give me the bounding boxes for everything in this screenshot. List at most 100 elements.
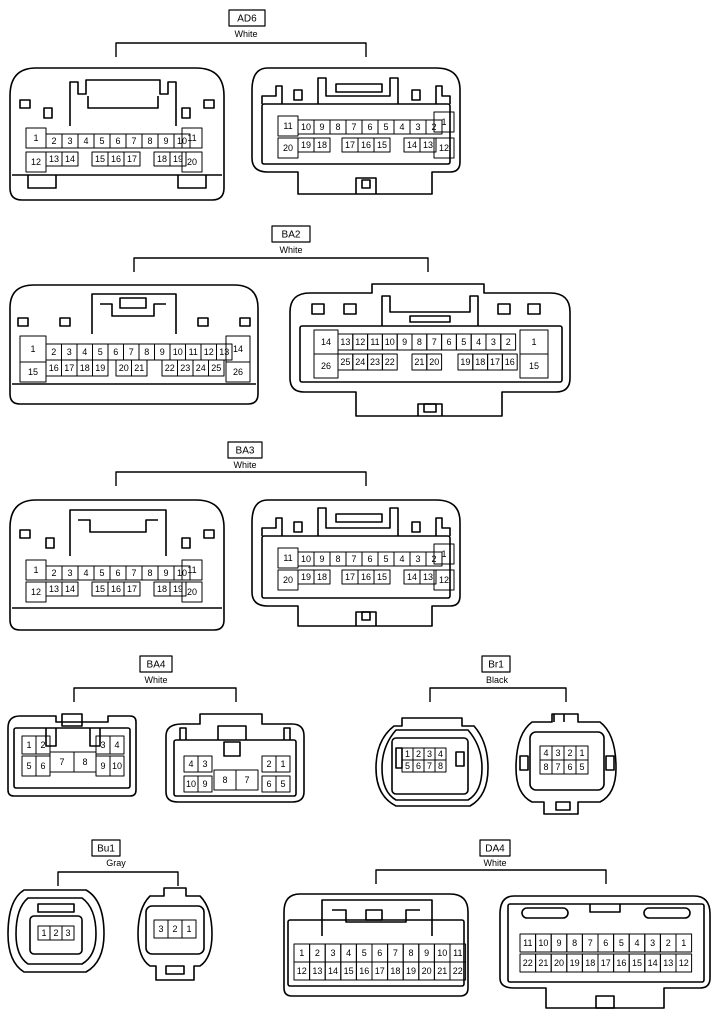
ba3-right-pin-label: 19 xyxy=(301,572,311,582)
ad6-right-pin-label: 3 xyxy=(415,122,420,132)
ba3-right-pin-cell xyxy=(373,569,391,585)
ba3-left-pin-label: 7 xyxy=(131,568,136,578)
ba4-right-connector xyxy=(165,713,305,803)
ba2-right-pin-label: 22 xyxy=(385,357,395,367)
br1-right-pin-label: 2 xyxy=(567,748,572,758)
br1-color: Black xyxy=(486,675,509,685)
ba3-left-pin-cell xyxy=(181,581,203,603)
ba3-right-pin-label: 3 xyxy=(415,554,420,564)
ba2-left-pin-label: 10 xyxy=(173,347,183,357)
da4-left-pin-label: 20 xyxy=(422,966,432,976)
ba3-left-pin-label: 13 xyxy=(49,584,59,594)
da4-left-pin-label: 2 xyxy=(315,948,320,958)
ba3-code: BA3 xyxy=(236,446,255,457)
bu1-code: Bu1 xyxy=(97,844,115,855)
br1-left-pin-label: 2 xyxy=(416,749,421,759)
ba3-right-pin-label: 18 xyxy=(317,572,327,582)
ad6-right-pin-label: 10 xyxy=(301,122,311,132)
ba2-right-pin-cell xyxy=(500,333,517,351)
ba3-right-pin-label: 17 xyxy=(345,572,355,582)
ba3-right-pin-cell xyxy=(433,569,455,591)
ba2-left-pin-label: 18 xyxy=(80,363,90,373)
ba3-left-connector xyxy=(9,499,225,631)
ba3-left-pin-label: 5 xyxy=(99,568,104,578)
ba2-right-pin-label: 20 xyxy=(429,357,439,367)
da4-left-pin-label: 16 xyxy=(359,966,369,976)
ad6-right-pin-label: 14 xyxy=(407,140,417,150)
ba2-right-pin-cell xyxy=(426,353,443,371)
da4-color: White xyxy=(483,858,506,868)
ba2-left-pin-label: 4 xyxy=(82,347,87,357)
ba3-left-pin-label: 18 xyxy=(157,584,167,594)
bu1-right-pin-label: 2 xyxy=(172,924,177,934)
br1-left-pin-label: 6 xyxy=(416,761,421,771)
group-ba3 xyxy=(9,441,461,631)
group-ad6 xyxy=(9,9,461,201)
ba2-right-connector xyxy=(289,283,571,417)
br1-left-pin-label: 5 xyxy=(405,761,410,771)
ba3-left-pin-cell xyxy=(61,581,79,597)
ba2-left-pin-label: 11 xyxy=(189,347,198,357)
da4-right-pin-label: 17 xyxy=(601,958,611,968)
da4-left-pin-cell xyxy=(449,961,467,981)
ba3-right-pin-label: 8 xyxy=(335,554,340,564)
ba4-right-pin-label: 4 xyxy=(188,759,193,769)
ba3-left-pin-cell xyxy=(169,581,187,597)
labels: AD6 White BA2 White BA3 White BA4 White … xyxy=(26,14,688,977)
da4-left-pin-label: 3 xyxy=(330,948,335,958)
da4-left-pin-label: 15 xyxy=(344,966,354,976)
ad6-right-pin-label: 1 xyxy=(441,117,446,127)
ba2-left-pin-label: 26 xyxy=(233,367,243,377)
ba2-right-pin-label: 26 xyxy=(321,361,331,371)
da4-left-pin-label: 13 xyxy=(312,966,322,976)
ad6-left-pin-label: 16 xyxy=(111,154,121,164)
br1-right-pin-label: 4 xyxy=(543,748,548,758)
da4-right-pin-label: 13 xyxy=(663,958,673,968)
da4-right-pin-label: 21 xyxy=(538,958,548,968)
ba3-left-pin-label: 20 xyxy=(187,587,197,597)
ba2-left-pin-label: 2 xyxy=(51,347,56,357)
ad6-right-pin-label: 4 xyxy=(399,122,404,132)
ba2-left-pin-label: 6 xyxy=(113,347,118,357)
ba2-code-box xyxy=(271,225,311,243)
bu1-right-pin-label: 3 xyxy=(158,924,163,934)
ad6-right-pin-label: 11 xyxy=(283,121,292,131)
ad6-right-pin-cell xyxy=(433,111,455,133)
ba4-left-pin-label: 3 xyxy=(100,740,105,750)
ad6-code-box xyxy=(228,9,266,27)
da4-left-pin-label: 9 xyxy=(424,948,429,958)
da4-left-pin-label: 8 xyxy=(408,948,413,958)
da4-right-connector xyxy=(499,895,711,1009)
ba3-right-pin-cell xyxy=(313,569,331,585)
da4-right-pin-cell xyxy=(675,953,693,973)
da4-right-pin-label: 8 xyxy=(572,938,577,948)
ba2-right-pin-label: 21 xyxy=(414,357,424,367)
ba4-right-pin-label: 7 xyxy=(244,775,249,785)
da4-left-pin-label: 7 xyxy=(393,948,398,958)
da4-left-pin-label: 11 xyxy=(453,948,462,958)
br1-right-pin-label: 1 xyxy=(579,748,584,758)
ba2-left-pin-label: 25 xyxy=(211,363,221,373)
ba2-right-pin-cell xyxy=(381,353,398,371)
ad6-left-connector xyxy=(9,67,225,201)
ba2-right-pin-label: 15 xyxy=(529,361,539,371)
ba3-left-pin-label: 19 xyxy=(173,584,183,594)
ba2-left-pin-label: 17 xyxy=(64,363,74,373)
da4-code: DA4 xyxy=(485,844,505,855)
ba3-color: White xyxy=(233,460,256,470)
ad6-left-pin-cell xyxy=(181,151,203,173)
da4-right-pin-label: 4 xyxy=(634,938,639,948)
ba4-color: White xyxy=(144,675,167,685)
ba2-right-pin-label: 7 xyxy=(432,337,437,347)
da4-right-pin-label: 10 xyxy=(538,938,548,948)
ba2-left-pin-cell xyxy=(131,359,148,377)
group-bu1 xyxy=(7,839,213,981)
ad6-left-pin-cell xyxy=(169,151,187,167)
da4-bracket xyxy=(375,869,607,884)
ad6-left-pin-label: 14 xyxy=(65,154,75,164)
ad6-right-pin-cell xyxy=(313,137,331,153)
ba4-right-pin-cell xyxy=(275,755,291,773)
ba3-right-pin-label: 9 xyxy=(319,554,324,564)
ad6-code: AD6 xyxy=(237,14,257,25)
da4-right-pin-label: 9 xyxy=(556,938,561,948)
